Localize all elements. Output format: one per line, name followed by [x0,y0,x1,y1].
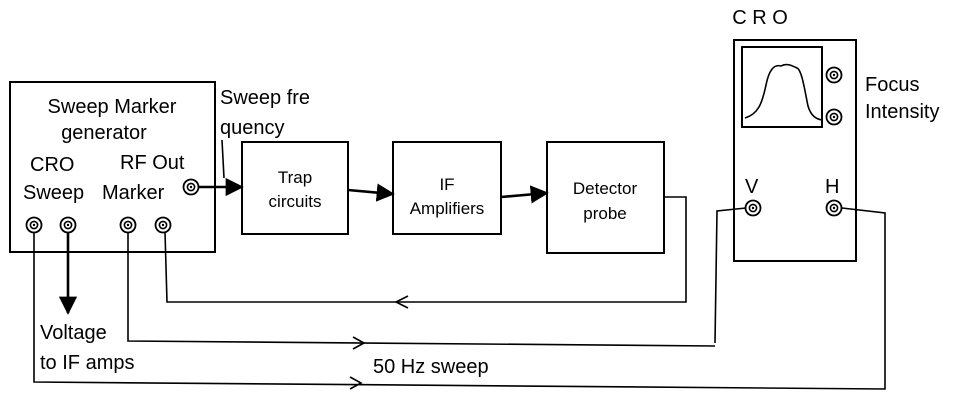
sweep-marker-generator: Sweep Marker generator CRO Sweep Marker … [9,81,216,253]
rf-out-jack-icon [182,178,200,196]
trap-circuits-block: Trap circuits [241,141,349,235]
marker-label: Marker [102,182,165,204]
rf-out-label: RF Out [120,152,185,174]
cro-title: C R O [732,7,788,29]
detector-probe-label-line1: Detector [573,179,638,198]
waveform-response-curve [744,63,823,121]
detector-probe-block: Detector probe [546,141,665,254]
horizontal-sweep-direction-icon [349,376,363,390]
generator-title-line1: Sweep Marker [48,96,177,118]
trap-to-if-arrow [347,183,395,202]
trap-circuits-label-line2: circuits [269,192,322,211]
trap-circuits-label-line1: Trap [278,168,312,187]
voltage-to-if-label-line2: to IF amps [40,352,134,374]
generator-box [9,81,216,253]
if-amplifiers-block: IF Amplifiers [392,141,502,235]
marker-sweep-wire [127,232,716,347]
cro-sweep-jack-icon [25,216,43,234]
intensity-knob-icon [825,108,843,126]
if-to-detector-arrow [500,185,549,204]
voltage-out-jack-icon [59,216,77,234]
v-input-label: V [745,176,759,198]
sweep-direction-icon [352,336,366,350]
detector-probe-label-line2: probe [583,204,626,223]
cro-screen [741,46,823,128]
detector-to-v-wire [714,207,747,344]
sweep-50hz-label: 50 Hz sweep [373,356,489,378]
if-amplifiers-label-line1: IF [439,175,454,194]
voltage-to-if-label-line1: Voltage [40,322,107,344]
cro-sweep-label-line2: Sweep [23,182,84,204]
h-input-jack-icon [825,199,843,217]
generator-title-line2: generator [61,122,147,144]
marker-return-jack-icon [154,216,172,234]
sweep-frequency-pointer [221,139,225,179]
if-amplifiers-box [392,141,502,235]
sweep-frequency-label-line2: quency [220,117,285,139]
sweep-frequency-label-line1: Sweep fre [220,87,310,109]
cro-sweep-label-line1: CRO [30,154,74,176]
h-input-label: H [825,176,839,198]
cro-sweep-wire [33,207,886,390]
detector-return-wire [164,196,687,303]
v-input-jack-icon [744,199,762,217]
return-direction-icon [394,295,409,309]
focus-label: Focus [865,74,919,96]
cro-block: C R O Focus Intensity V H [732,7,939,262]
cro-box [733,39,857,262]
marker-jack-icon [119,216,137,234]
intensity-label: Intensity [865,101,939,123]
focus-knob-icon [825,66,843,84]
if-amplifiers-label-line2: Amplifiers [410,199,485,218]
trap-circuits-box [241,141,349,235]
